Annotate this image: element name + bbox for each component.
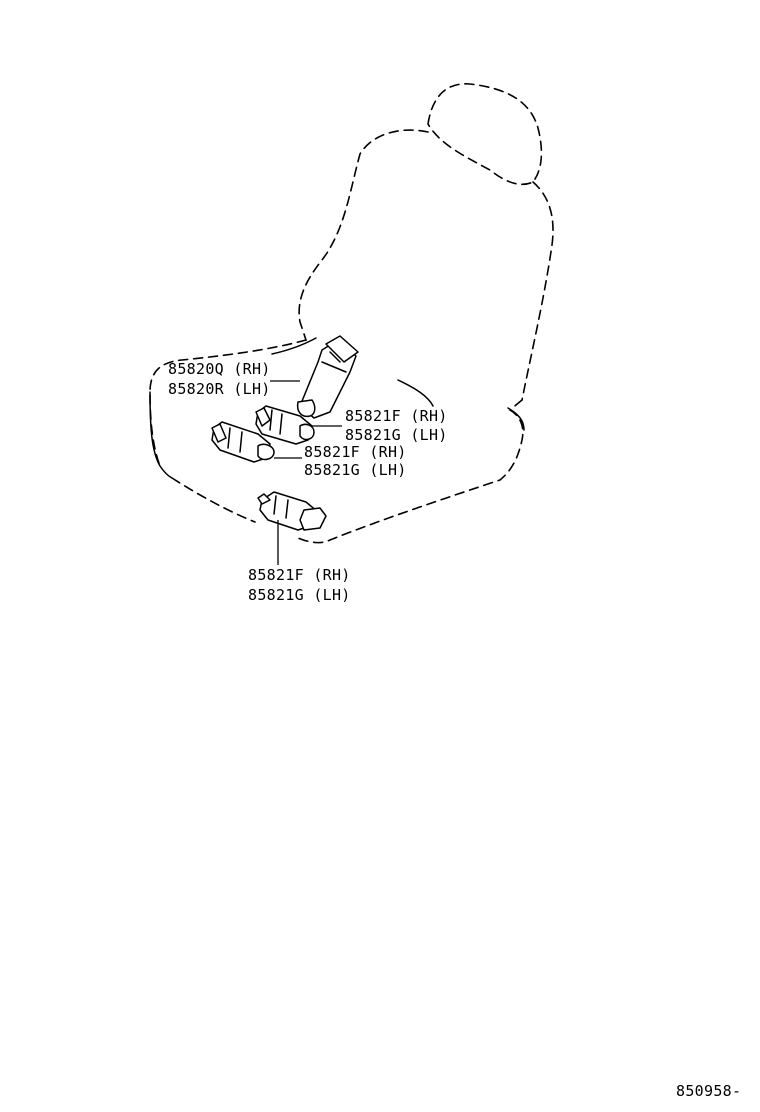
- callout-85821g-lh-lower: 85821G (LH): [248, 586, 351, 604]
- callout-85821g-lh-middle: 85821G (LH): [304, 461, 407, 479]
- seat-surface-lines: [149, 337, 525, 479]
- callout-85821f-rh-lower: 85821F (RH): [248, 566, 351, 584]
- callout-85821g-lh-upper: 85821G (LH): [345, 426, 448, 444]
- figure-code: 850958-: [676, 1082, 742, 1100]
- slide-motor-lower: [257, 491, 327, 531]
- slide-motor-middle: [211, 421, 275, 463]
- callout-85821f-rh-middle: 85821F (RH): [304, 443, 407, 461]
- callout-85821f-rh-upper: 85821F (RH): [345, 407, 448, 425]
- lumbar-motor: [296, 335, 359, 419]
- slide-motor-upper: [255, 405, 315, 445]
- callout-85820r-lh: 85820R (LH): [168, 380, 271, 398]
- callout-85820q-rh: 85820Q (RH): [168, 360, 271, 378]
- leader-lines: [270, 380, 342, 565]
